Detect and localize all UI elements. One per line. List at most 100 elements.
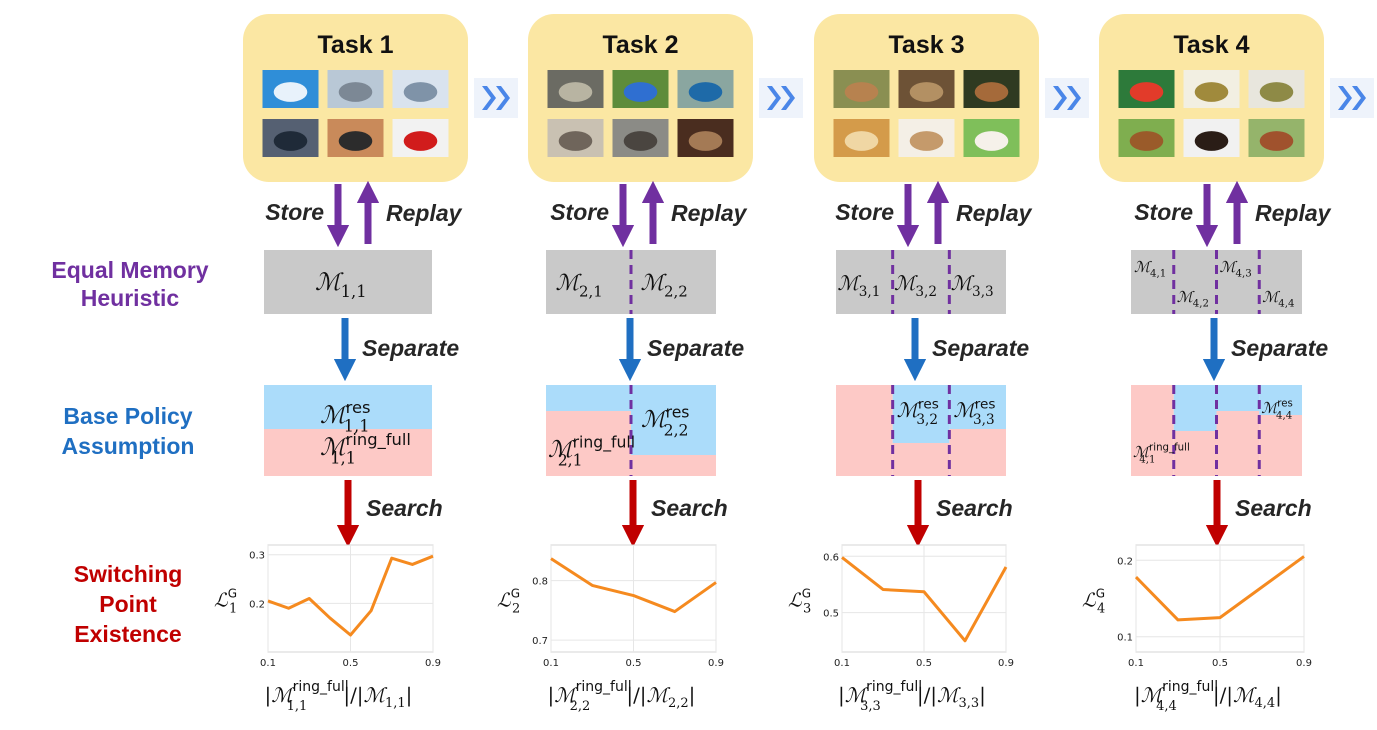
- res-region: [892, 385, 950, 443]
- res-region: [1173, 385, 1217, 431]
- airliner-photo: [262, 70, 319, 108]
- horned-frog-photo: [1183, 70, 1240, 108]
- red-sports-car-photo: [392, 119, 449, 157]
- ring-full-region: [1216, 411, 1260, 476]
- y-tick-label: 0.3: [249, 551, 265, 562]
- thumb-subject: [558, 82, 593, 102]
- row-label-memory-line2: Heuristic: [81, 285, 180, 311]
- thumb-subject: [688, 82, 723, 102]
- x-tick-label: 0.1: [1128, 658, 1144, 669]
- store-label: Store: [835, 199, 894, 225]
- memory-part-label: ℳ4,3: [1220, 258, 1252, 280]
- thumb-subject: [1129, 82, 1164, 102]
- res-region: [264, 385, 432, 429]
- replay-label: Replay: [1255, 200, 1332, 226]
- ring-full-region: [1173, 431, 1217, 476]
- thumb-subject: [1194, 131, 1229, 151]
- thumb-subject: [844, 82, 879, 102]
- green-frog-photo: [1248, 70, 1305, 108]
- thumb-subject: [909, 131, 944, 151]
- y-tick-label: 0.1: [1117, 633, 1133, 644]
- memory-part-label: ℳ4,4: [1262, 288, 1294, 310]
- task-title: Task 1: [318, 31, 394, 59]
- thumb-subject: [1194, 82, 1229, 102]
- chestnut-horse-photo: [1248, 119, 1305, 157]
- res-region: [546, 385, 631, 411]
- memory-part-label: ℳ4,2: [1177, 288, 1209, 310]
- row-label-policy-line2: Assumption: [62, 433, 195, 459]
- deer-forest-photo: [898, 70, 955, 108]
- loss-curve: [1134, 555, 1305, 622]
- chevron-shape: [1053, 86, 1067, 110]
- sparrow-photo: [547, 70, 604, 108]
- bluebird-photo: [612, 70, 669, 108]
- grumpy-cat-photo: [547, 119, 604, 157]
- next-task-chevron-icon: [1330, 78, 1374, 118]
- ring-full-region: [892, 443, 950, 476]
- thumb-subject: [844, 131, 879, 151]
- task-title: Task 3: [889, 31, 965, 59]
- memory-buffer: [264, 250, 432, 314]
- memory-part-label: ℳ2,2: [641, 271, 688, 301]
- ring-full-region: [949, 429, 1006, 476]
- ring-full-region: [264, 429, 432, 476]
- y-tick-label: 0.2: [249, 599, 265, 610]
- next-task-chevron-icon: [1045, 78, 1089, 118]
- separate-label: Separate: [647, 335, 744, 361]
- chevron-shape: [1338, 86, 1352, 110]
- res-region: [631, 385, 716, 455]
- chevron-shape: [496, 86, 510, 110]
- thumb-subject: [403, 82, 438, 102]
- thumb-subject: [338, 82, 373, 102]
- red-eyed-frog-photo: [1118, 70, 1175, 108]
- separate-label: Separate: [932, 335, 1029, 361]
- y-tick-label: 0.5: [823, 609, 839, 620]
- thumb-subject: [273, 82, 308, 102]
- memory-part-label: ℳ2,1: [556, 271, 603, 301]
- ring-full-region: [1259, 415, 1302, 476]
- thumb-subject: [623, 82, 658, 102]
- separate-label: Separate: [1231, 335, 1328, 361]
- x-tick-label: 0.9: [425, 658, 441, 669]
- thumb-subject: [1259, 131, 1294, 151]
- memory-buffer: [836, 250, 1006, 314]
- res-region: [949, 385, 1006, 429]
- res-region: [1259, 385, 1302, 415]
- search-label: Search: [1235, 495, 1312, 521]
- retriever-photo: [833, 119, 890, 157]
- y-tick-label: 0.7: [532, 636, 548, 647]
- task-title: Task 2: [603, 31, 679, 59]
- chevron-shape: [1067, 86, 1081, 110]
- search-label: Search: [936, 495, 1013, 521]
- memory-part-label: ℳ3,3: [951, 271, 994, 300]
- replay-label: Replay: [956, 200, 1033, 226]
- deer-meadow-photo: [963, 70, 1020, 108]
- row-label-switching-line2: Point: [99, 591, 157, 617]
- memory-part-label: ℳ4,1: [1134, 258, 1166, 280]
- kingfisher-photo: [677, 70, 734, 108]
- ring-full-region: [631, 455, 716, 476]
- next-task-chevron-icon: [474, 78, 518, 118]
- thumb-subject: [338, 131, 373, 151]
- x-tick-label: 0.9: [998, 658, 1014, 669]
- thumb-subject: [1129, 131, 1164, 151]
- ring-full-region: [1131, 385, 1174, 476]
- thumb-subject: [273, 131, 308, 151]
- thumb-subject: [1259, 82, 1294, 102]
- y-tick-label: 0.8: [532, 577, 548, 588]
